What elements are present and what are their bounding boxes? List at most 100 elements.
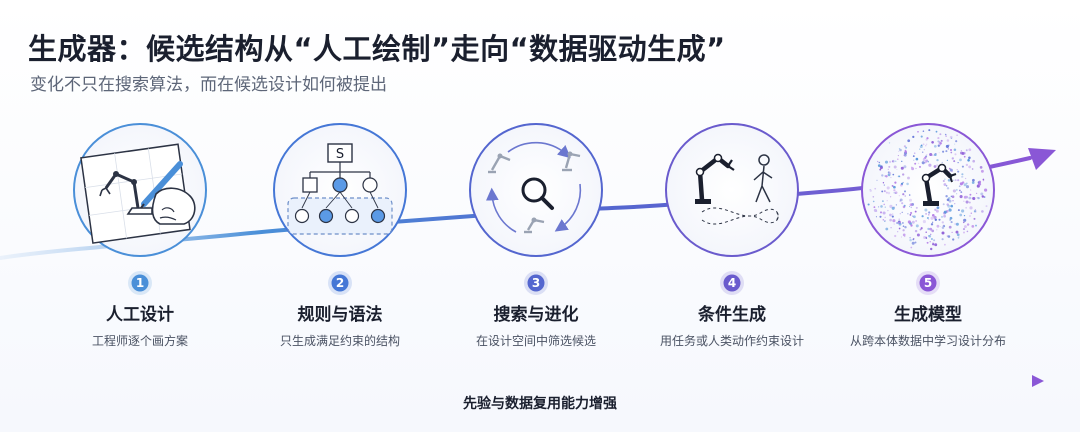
particle-dot xyxy=(934,208,937,211)
particle-dot xyxy=(963,218,967,222)
particle-dot xyxy=(960,150,962,152)
particle-dot xyxy=(941,231,945,235)
particle-dot xyxy=(956,193,958,195)
particle-dot xyxy=(891,213,894,215)
particle-dot xyxy=(926,216,929,220)
particle-dot xyxy=(933,144,937,148)
particle-dot xyxy=(898,218,900,220)
particle-dot xyxy=(902,173,905,176)
particle-dot xyxy=(929,227,933,231)
particle-dot xyxy=(985,205,988,208)
particle-dot xyxy=(882,200,884,202)
particle-dot xyxy=(889,218,892,222)
particle-dot xyxy=(900,166,904,170)
stage-3-circle xyxy=(469,123,603,257)
particle-dot xyxy=(963,155,966,158)
search-cycle-icon xyxy=(485,141,582,234)
particle-dot xyxy=(934,218,938,222)
particle-dot xyxy=(930,223,934,226)
particle-dot xyxy=(954,179,957,182)
particle-dot xyxy=(950,221,953,224)
particle-dot xyxy=(900,183,903,187)
particle-dot xyxy=(900,182,904,185)
particle-dot xyxy=(878,161,881,164)
particle-dot xyxy=(875,210,878,212)
particle-dot xyxy=(935,209,939,213)
particle-dot xyxy=(946,198,950,202)
particle-dot xyxy=(922,130,925,132)
particle-dot xyxy=(930,237,933,241)
particle-dot xyxy=(911,241,915,245)
particle-dot xyxy=(965,200,969,204)
particle-dot xyxy=(884,206,886,208)
particle-dot xyxy=(927,161,929,163)
particle-dot xyxy=(914,162,917,165)
particle-dot xyxy=(957,162,959,164)
particle-dot xyxy=(972,178,975,182)
particle-dot xyxy=(892,219,896,223)
particle-dot xyxy=(879,211,883,214)
particle-dot xyxy=(903,145,906,148)
particle-dot xyxy=(945,144,949,148)
particle-dot xyxy=(902,193,905,196)
particle-dot xyxy=(972,196,976,201)
particle-dot xyxy=(926,241,929,244)
particle-dot xyxy=(941,161,943,164)
particle-dot xyxy=(903,154,906,157)
particle-dot xyxy=(906,182,909,186)
particle-dot xyxy=(909,198,912,202)
particle-dot xyxy=(932,243,935,246)
particle-dot xyxy=(954,222,957,226)
stage-1-number: 1 xyxy=(136,276,144,290)
particle-dot xyxy=(965,182,968,185)
particle-dot xyxy=(954,143,956,145)
particle-dot xyxy=(904,190,906,193)
particle-dot xyxy=(903,204,906,207)
particle-dot xyxy=(898,195,900,197)
particle-dot xyxy=(930,216,934,220)
particle-dot xyxy=(950,204,954,208)
particle-dot xyxy=(961,173,964,176)
particle-dot xyxy=(898,150,900,152)
particle-dot xyxy=(966,149,968,151)
particle-dot xyxy=(968,201,971,204)
particle-dot xyxy=(890,226,892,229)
particle-dot xyxy=(917,162,920,165)
particle-dot xyxy=(951,231,953,234)
particle-dot xyxy=(899,213,901,215)
particle-dot xyxy=(882,219,885,221)
particle-dot xyxy=(907,220,911,224)
particle-dot xyxy=(904,195,906,197)
particle-dot xyxy=(939,133,942,136)
particle-dot xyxy=(947,204,951,208)
particle-dot xyxy=(928,129,931,132)
particle-dot xyxy=(883,190,886,193)
particle-dot xyxy=(957,179,960,182)
particle-dot xyxy=(975,192,978,195)
particle-dot xyxy=(919,228,922,231)
particle-dot xyxy=(951,170,954,173)
particle-dot xyxy=(876,179,878,181)
particle-dot xyxy=(940,139,943,142)
bottom-axis-arrowhead xyxy=(1032,375,1044,387)
particle-dot xyxy=(963,221,965,224)
particle-dot xyxy=(949,148,953,152)
particle-dot xyxy=(884,160,889,164)
particle-dot xyxy=(887,191,891,195)
particle-dot xyxy=(908,194,911,196)
particle-dot xyxy=(884,220,886,222)
particle-dot xyxy=(952,189,956,193)
particle-dot xyxy=(937,137,940,140)
stage-2-label: 规则与语法 xyxy=(297,305,383,325)
particle-dot xyxy=(911,220,915,224)
particle-dot xyxy=(978,180,982,184)
particle-dot xyxy=(971,225,975,228)
page-title: 生成器：候选结构从“人工绘制”走向“数据驱动生成” xyxy=(28,32,726,66)
particle-dot xyxy=(912,238,915,241)
particle-dot xyxy=(894,181,897,184)
particle-dot xyxy=(935,228,938,231)
particle-dot xyxy=(925,145,927,147)
particle-dot xyxy=(939,144,942,146)
particle-dot xyxy=(942,203,945,206)
particle-dot xyxy=(928,218,930,220)
